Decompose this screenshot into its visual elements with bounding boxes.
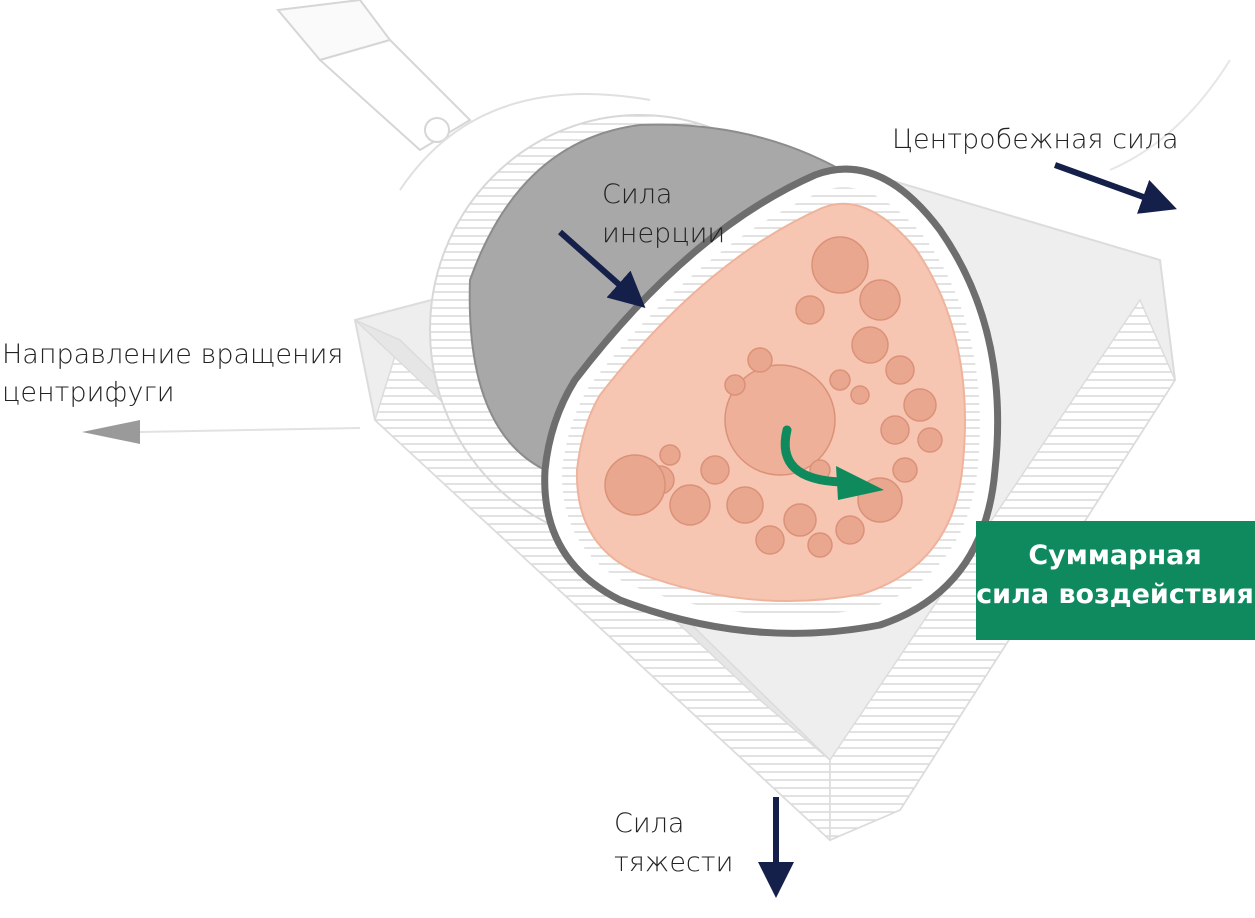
total-force-box: Суммарная сила воздействия <box>976 521 1255 640</box>
rotation-direction-label-line1: Направление вращения <box>2 339 343 370</box>
inertia-force-label-line1: Сила <box>602 179 672 210</box>
rotation-direction-label-line2: центрифуги <box>2 377 174 408</box>
resultant-arrow-icon <box>780 425 884 500</box>
rotation-axis <box>82 420 361 444</box>
centrifugal-force-label: Центробежная сила <box>892 124 1179 155</box>
gravity-label-line2: тяжести <box>614 847 733 878</box>
triangle-left-icon <box>82 420 140 444</box>
gravity-label-line1: Сила <box>614 808 684 839</box>
inertia-arrow-icon <box>558 229 646 308</box>
cell-organelles <box>604 236 943 558</box>
inertia-force-label-line2: инерции <box>602 218 725 249</box>
force-arrows <box>558 162 1177 898</box>
centrifugal-arrow-icon <box>1053 162 1177 214</box>
total-force-label-line1: Суммарная <box>1028 540 1201 571</box>
rotor-shaft <box>276 0 1231 191</box>
total-force-label-line2: сила воздействия <box>976 579 1254 610</box>
